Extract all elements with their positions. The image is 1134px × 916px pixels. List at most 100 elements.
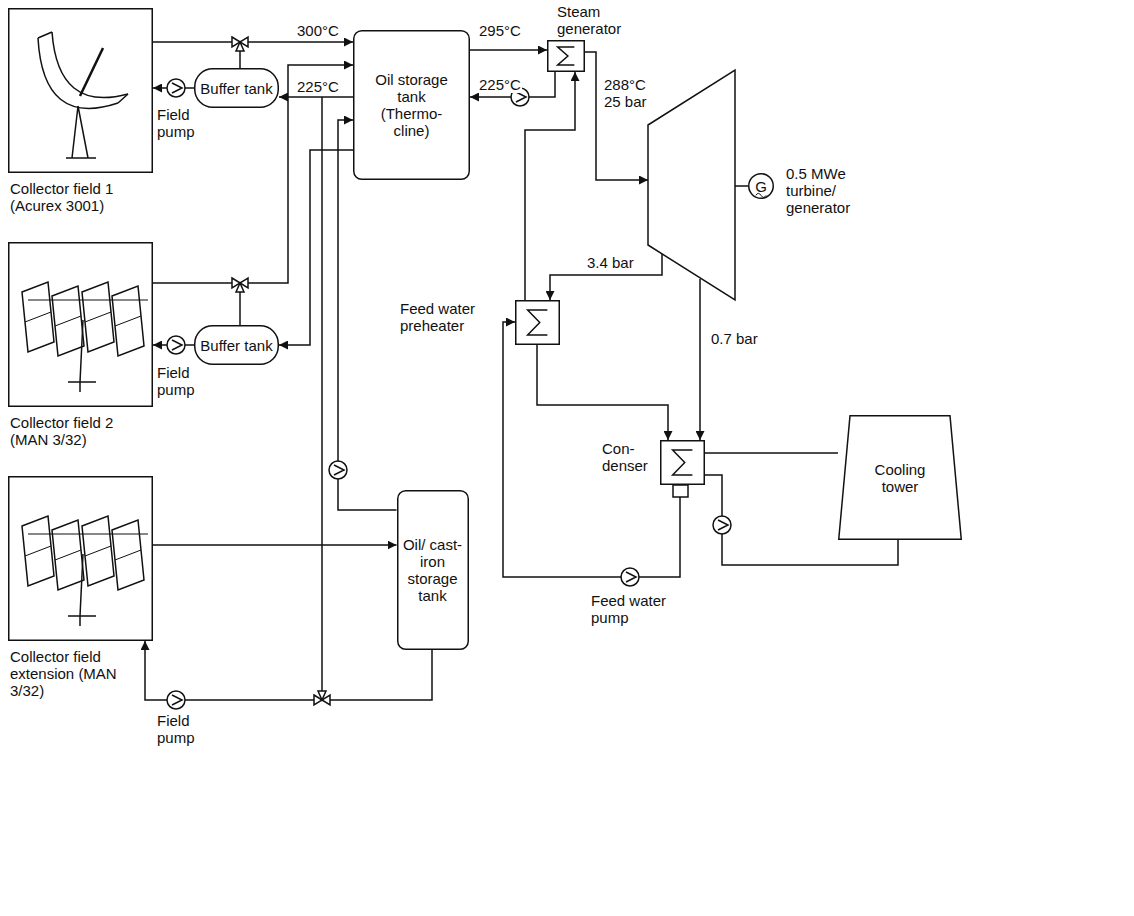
pump-impeller (172, 340, 182, 350)
vessel-border (354, 31, 470, 180)
node-heading: Collector field extension (MAN 3/32) (10, 648, 120, 699)
pipe-connector (503, 322, 680, 577)
node-text: Buffer tank (200, 80, 272, 97)
node-heading: Collector field 1 (Acurex 3001) (10, 180, 120, 214)
heat-exchanger-coil (673, 450, 693, 475)
pipe-connector (279, 150, 353, 345)
shape-outline (8, 476, 153, 641)
box-border (661, 441, 705, 485)
pipe-connector (537, 345, 668, 440)
pump-label: Feed water pump (590, 592, 677, 626)
tank-shape: Buffer tank (194, 325, 279, 365)
box-border (9, 477, 153, 641)
equipment-box: Steam generator (547, 40, 585, 72)
pump-symbol (167, 691, 185, 709)
equipment-box: Collector field 2 (MAN 3/32) (8, 242, 153, 407)
tank-border (195, 69, 279, 108)
turbine-symbol (648, 70, 735, 300)
shaft-line (735, 185, 748, 187)
collector-array-drawing (22, 282, 148, 392)
generator-circle (749, 174, 774, 199)
vessel-border (397, 491, 468, 650)
generator-symbol: G0.5 MWe turbine/ generator (748, 173, 774, 199)
box-border (9, 9, 153, 173)
pipe-connector (279, 96, 353, 98)
equipment-box: Con- denser (660, 440, 705, 485)
extraction-line (550, 254, 662, 300)
pump-label: Field pump (156, 106, 202, 140)
process-value: 300°C (296, 22, 340, 39)
process-value: 3.4 bar (586, 254, 635, 271)
node-heading: 0.5 MWe turbine/ generator (786, 165, 898, 216)
pipe-connector (153, 41, 353, 43)
pump-impeller (172, 695, 182, 705)
pump-impeller (516, 92, 526, 102)
pump-impeller (718, 520, 728, 530)
parabolic-trough-drawing (38, 32, 128, 158)
process-value: 225°C (478, 76, 522, 93)
pump-symbol (713, 516, 731, 534)
node-text: Cooling tower (855, 461, 945, 495)
exhaust-line (699, 279, 701, 440)
pump-circle (167, 691, 185, 709)
shape-outline (660, 440, 705, 485)
box-border (548, 41, 585, 72)
hotwell-symbol (673, 485, 688, 497)
pipe-connector (145, 641, 432, 700)
pump-circle (167, 79, 185, 97)
pump-impeller (334, 465, 344, 475)
pipe-connector (470, 49, 547, 51)
tank-shape: Oil storage tank (Thermo- cline) (353, 30, 470, 180)
shape-outline (8, 242, 153, 407)
pipe-connector (525, 72, 575, 300)
shape-outline (8, 8, 153, 173)
box-border (516, 301, 560, 345)
pump-impeller (626, 572, 636, 582)
three-way-valve (314, 691, 330, 705)
valve-port (236, 283, 244, 292)
process-value: 0.7 bar (710, 330, 759, 347)
heat-exchanger-coil (528, 310, 548, 335)
pump-label: Field pump (156, 712, 202, 746)
valve-stem (239, 288, 241, 325)
pump-circle (329, 461, 347, 479)
pump-symbol (167, 79, 185, 97)
pump-symbol (621, 568, 639, 586)
pump-circle (621, 568, 639, 586)
node-text: Oil storage tank (Thermo- cline) (373, 71, 451, 139)
node-heading: Con- denser (602, 440, 654, 474)
pipe-connector (153, 544, 397, 546)
cooling-tower-outline (839, 416, 962, 540)
node-text: Oil/ cast- iron storage tank (403, 536, 463, 604)
process-value: 225°C (296, 78, 340, 95)
node-heading: Feed water preheater (400, 300, 495, 334)
pump-circle (167, 336, 185, 354)
equipment-box: Collector field 1 (Acurex 3001) (8, 8, 153, 173)
pump-circle (713, 516, 731, 534)
equipment-box: Collector field extension (MAN 3/32) (8, 476, 153, 641)
pipe-connector (705, 452, 838, 454)
node-heading: Steam generator (557, 3, 637, 37)
three-way-valve (232, 37, 248, 51)
node-heading: Collector field 2 (MAN 3/32) (10, 414, 120, 448)
valve-stem (321, 97, 323, 695)
tank-border (195, 326, 279, 365)
three-way-valve (232, 278, 248, 292)
pump-label: Field pump (156, 364, 202, 398)
pump-impeller (172, 83, 182, 93)
heat-exchanger-coil (558, 47, 575, 65)
pipe-connector (153, 65, 353, 283)
node-text: Buffer tank (200, 337, 272, 354)
node-text: G (755, 178, 767, 195)
valve-port (318, 691, 326, 700)
pump-symbol (167, 336, 185, 354)
valve-port (236, 42, 244, 51)
tank-shape: Cooling tower (838, 415, 962, 540)
collector-array-drawing (22, 516, 148, 626)
shape-outline (547, 40, 585, 72)
pump-symbol (329, 461, 347, 479)
equipment-box: Feed water preheater (515, 300, 560, 345)
process-value: 288°C 25 bar (603, 76, 657, 110)
steam-line (585, 52, 648, 180)
